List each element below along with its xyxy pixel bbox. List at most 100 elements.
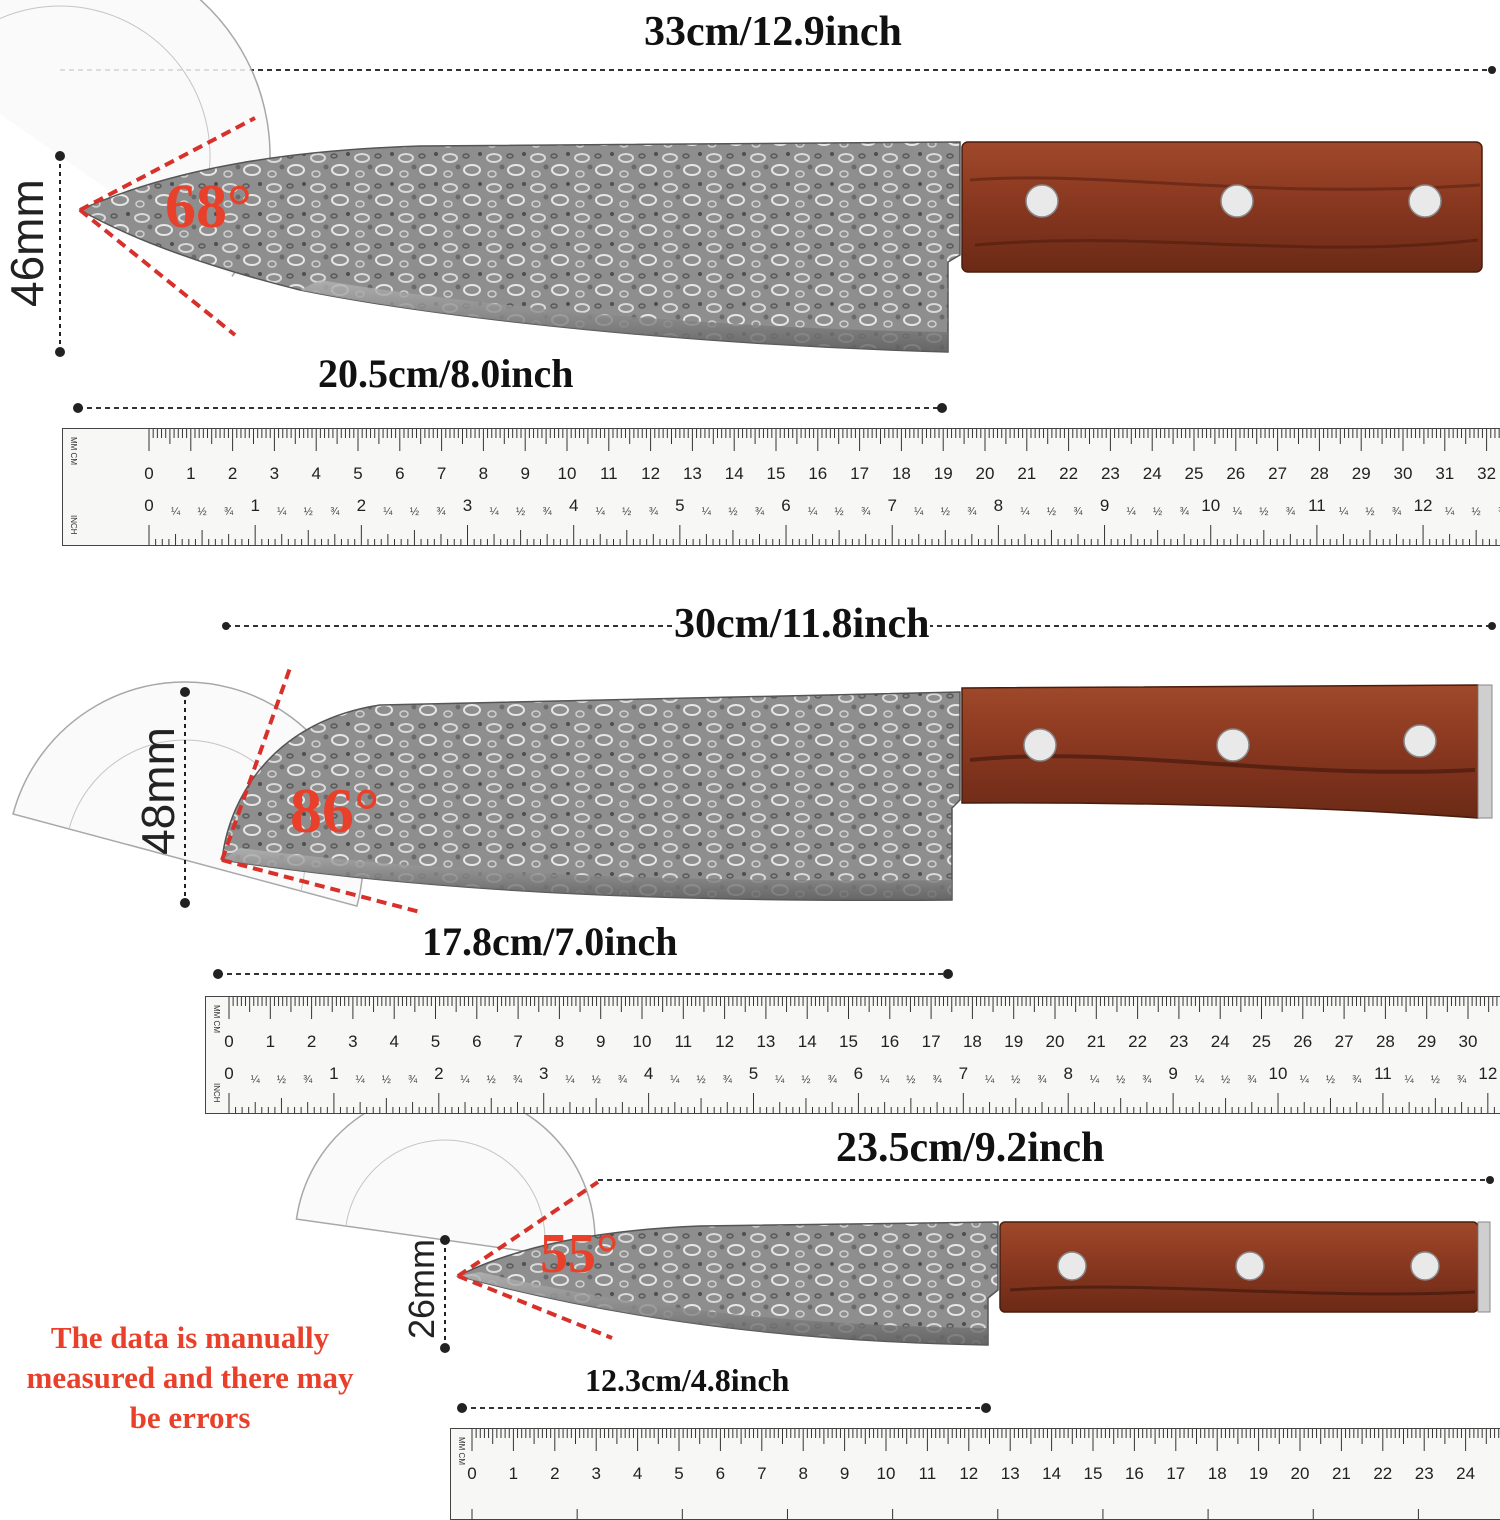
cm-tick-label: 17 — [922, 1032, 941, 1051]
inch-fraction-label: ¼ — [277, 506, 287, 518]
inch-fraction-label: ½ — [1221, 1074, 1230, 1086]
cm-tick-label: 4 — [389, 1032, 398, 1051]
cm-tick-label: 28 — [1310, 464, 1329, 483]
angle-label-1: 68° — [165, 173, 252, 241]
inch-fraction-label: ½ — [1472, 506, 1481, 518]
cm-tick-label: 11 — [600, 464, 618, 483]
cm-tick-label: 9 — [596, 1032, 605, 1051]
inch-fraction-label: ¼ — [670, 1074, 680, 1086]
inch-fraction-label: ¼ — [565, 1074, 575, 1086]
inch-tick-label: 8 — [1063, 1064, 1072, 1083]
inch-tick-label: 7 — [959, 1064, 968, 1083]
cm-tick-label: 6 — [716, 1464, 725, 1483]
inch-fraction-label: ¼ — [383, 506, 393, 518]
cm-tick-label: 7 — [757, 1464, 766, 1483]
inch-tick-label: 12 — [1478, 1064, 1497, 1083]
cm-tick-label: 3 — [348, 1032, 357, 1051]
cm-tick-label: 9 — [840, 1464, 849, 1483]
inch-fraction-label: ¾ — [513, 1074, 523, 1086]
inch-tick-label: 9 — [1168, 1064, 1177, 1083]
angle-label-2: 86° — [290, 775, 380, 846]
inch-fraction-label: ¾ — [861, 506, 871, 518]
ruler-unit-inch: INCH — [69, 515, 78, 535]
inch-fraction-label: ¾ — [1142, 1074, 1152, 1086]
inch-fraction-label: ¼ — [808, 506, 818, 518]
cm-tick-label: 23 — [1101, 464, 1120, 483]
cm-tick-label: 0 — [467, 1464, 476, 1483]
inch-tick-label: 4 — [644, 1064, 653, 1083]
cm-tick-label: 14 — [798, 1032, 817, 1051]
inch-fraction-label: ¼ — [702, 506, 712, 518]
inch-tick-label: 6 — [781, 496, 790, 515]
cm-tick-label: 29 — [1352, 464, 1371, 483]
cm-tick-label: 13 — [683, 464, 702, 483]
inch-tick-label: 9 — [1100, 496, 1109, 515]
inch-fraction-label: ½ — [592, 1074, 601, 1086]
cm-tick-label: 17 — [850, 464, 869, 483]
cm-tick-label: 8 — [555, 1032, 564, 1051]
inch-fraction-label: ¼ — [1233, 506, 1243, 518]
overall-length-label-1: 33cm/12.9inch — [644, 9, 902, 55]
inch-fraction-label: ¼ — [251, 1074, 261, 1086]
inch-fraction-label: ½ — [622, 506, 631, 518]
inch-fraction-label: ½ — [1259, 506, 1268, 518]
cm-tick-label: 3 — [270, 464, 279, 483]
inch-fraction-label: ¼ — [1090, 1074, 1100, 1086]
inch-fraction-label: ¾ — [543, 506, 553, 518]
inch-fraction-label: ½ — [906, 1074, 915, 1086]
thickness-label-2: 48mm — [132, 727, 184, 855]
inch-fraction-label: ¾ — [1457, 1074, 1467, 1086]
inch-fraction-label: ¼ — [1405, 1074, 1415, 1086]
inch-tick-label: 12 — [1414, 496, 1433, 515]
cm-tick-label: 7 — [513, 1032, 522, 1051]
inch-fraction-label: ½ — [801, 1074, 810, 1086]
inch-fraction-label: ¼ — [1195, 1074, 1205, 1086]
cm-tick-label: 3 — [591, 1464, 600, 1483]
cm-tick-label: 9 — [520, 464, 529, 483]
cm-tick-label: 15 — [839, 1032, 858, 1051]
cm-tick-label: 14 — [725, 464, 744, 483]
inch-fraction-label: ¾ — [1073, 506, 1083, 518]
inch-fraction-label: ½ — [696, 1074, 705, 1086]
inch-fraction-label: ½ — [1365, 506, 1374, 518]
inch-tick-label: 1 — [250, 496, 259, 515]
cm-tick-label: 26 — [1226, 464, 1245, 483]
cm-tick-label: 5 — [674, 1464, 683, 1483]
inch-fraction-label: ½ — [487, 1074, 496, 1086]
cm-tick-label: 10 — [633, 1032, 652, 1051]
cm-tick-label: 6 — [472, 1032, 481, 1051]
inch-tick-label: 7 — [887, 496, 896, 515]
inch-fraction-label: ¼ — [1300, 1074, 1310, 1086]
cm-tick-label: 8 — [479, 464, 488, 483]
inch-tick-label: 2 — [357, 496, 366, 515]
cm-tick-label: 7 — [437, 464, 446, 483]
blade-length-label-3: 12.3cm/4.8inch — [585, 1362, 790, 1398]
cm-tick-label: 12 — [959, 1464, 978, 1483]
inch-fraction-label: ½ — [277, 1074, 286, 1086]
inch-fraction-label: ½ — [728, 506, 737, 518]
cm-tick-label: 20 — [1291, 1464, 1310, 1483]
knife-2 — [12, 622, 1496, 979]
inch-fraction-label: ¼ — [1020, 506, 1030, 518]
cm-tick-label: 32 — [1477, 464, 1496, 483]
cm-tick-label: 21 — [1087, 1032, 1106, 1051]
ruler-unit-cm: MM CM — [212, 1005, 221, 1033]
inch-fraction-label: ¾ — [1180, 506, 1190, 518]
inch-fraction-label: ¾ — [436, 506, 446, 518]
inch-fraction-label: ½ — [1153, 506, 1162, 518]
thickness-label-1: 46mm — [1, 179, 53, 307]
inch-fraction-label: ½ — [410, 506, 419, 518]
cm-tick-label: 27 — [1268, 464, 1287, 483]
inch-fraction-label: ¾ — [1037, 1074, 1047, 1086]
cm-tick-label: 13 — [756, 1032, 775, 1051]
cm-tick-label: 31 — [1435, 464, 1454, 483]
inch-fraction-label: ¾ — [828, 1074, 838, 1086]
cm-tick-label: 10 — [558, 464, 577, 483]
cm-tick-label: 25 — [1252, 1032, 1271, 1051]
inch-fraction-label: ¾ — [303, 1074, 313, 1086]
inch-fraction-label: ¾ — [224, 506, 234, 518]
inch-tick-label: 5 — [675, 496, 684, 515]
inch-fraction-label: ½ — [1326, 1074, 1335, 1086]
